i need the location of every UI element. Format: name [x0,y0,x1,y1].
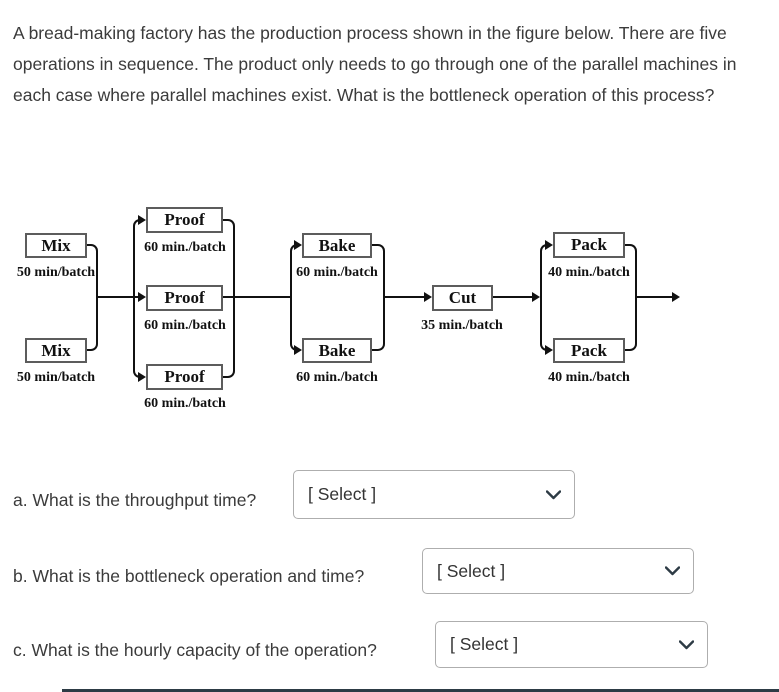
flow-line [493,296,532,298]
process-box-mix-1: Mix [25,233,87,258]
process-box-proof-1: Proof [146,207,223,233]
process-box-mix-2: Mix [25,338,87,363]
time-label-cut: 35 min./batch [421,318,503,333]
flow-line [223,296,290,298]
chevron-down-icon [546,489,561,499]
arrowhead-icon [672,292,680,302]
subquestion-b-label: b. What is the bottleneck operation and … [13,566,365,586]
arrowhead-icon [532,292,540,302]
subquestion-a-select[interactable]: [ Select ] [293,470,575,519]
process-box-cut: Cut [432,285,493,311]
flow-line [637,296,672,298]
select-value: [ Select ] [437,560,506,581]
process-box-proof-3: Proof [146,364,223,390]
process-box-pack-1: Pack [553,232,625,258]
arrowhead-icon [138,215,146,225]
arrowhead-icon [545,345,553,355]
arrowhead-icon [294,240,302,250]
arrowhead-icon [138,372,146,382]
process-box-bake-2: Bake [302,338,372,363]
subquestion-c-label: c. What is the hourly capacity of the op… [13,640,377,660]
time-label-pack-2: 40 min./batch [548,370,630,385]
arrowhead-icon [138,292,146,302]
flow-line [96,296,139,298]
time-label-mix-1: 50 min/batch [16,265,96,280]
chevron-down-icon [665,566,680,576]
arrowhead-icon [294,345,302,355]
process-box-pack-2: Pack [553,338,625,363]
flow-line [385,296,424,298]
select-value: [ Select ] [450,634,519,654]
question-intro-text: A bread-making factory has the productio… [13,23,737,105]
time-label-proof-1: 60 min./batch [144,240,226,255]
select-value: [ Select ] [308,484,377,504]
arrowhead-icon [545,240,553,250]
arrowhead-icon [424,292,432,302]
bake-split-bracket [290,244,299,351]
time-label-proof-3: 60 min./batch [144,396,226,411]
process-box-proof-2: Proof [146,285,223,311]
subquestion-c-select[interactable]: [ Select ] [435,621,708,668]
subquestion-a-label: a. What is the throughput time? [13,490,257,510]
process-box-bake-1: Bake [302,233,372,258]
chevron-down-icon [679,639,694,649]
time-label-proof-2: 60 min./batch [144,318,226,333]
time-label-bake-1: 60 min./batch [296,265,378,280]
pack-split-bracket [540,244,549,351]
time-label-bake-2: 60 min./batch [296,370,378,385]
time-label-pack-1: 40 min./batch [548,265,630,280]
proof-split-bracket [133,219,141,378]
bake-join-bracket [372,244,385,351]
bottom-divider [62,689,779,692]
pack-join-bracket [625,244,637,351]
proof-join-bracket [223,219,235,378]
subquestion-b-select[interactable]: [ Select ] [422,548,694,594]
time-label-mix-2: 50 min/batch [16,370,96,385]
